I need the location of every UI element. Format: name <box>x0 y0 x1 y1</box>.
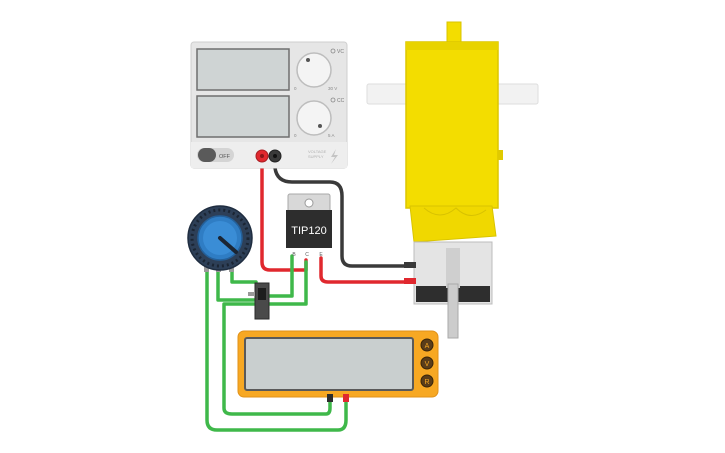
motor-terminal-1[interactable] <box>404 262 416 268</box>
mode-button-v-label: V <box>425 361 430 368</box>
power-switch-label: OFF <box>219 154 231 160</box>
mode-button-r[interactable] <box>420 374 434 388</box>
tip120-body <box>286 210 332 248</box>
pot-knurl <box>190 208 250 268</box>
label-v-min: 0 <box>294 86 297 91</box>
tip120-label: TIP120 <box>291 225 326 237</box>
voltage-knob[interactable] <box>296 52 332 88</box>
tip120-pin-c: C <box>305 252 309 258</box>
motor-terminal-2[interactable] <box>404 278 416 284</box>
meter-black-jack[interactable] <box>327 394 333 402</box>
current-knob-marker <box>318 124 322 128</box>
brand-line-1: VOLTAGE <box>308 149 327 154</box>
motor-gearbox-detail <box>423 207 487 216</box>
current-display <box>196 95 290 138</box>
label-vc: VC <box>337 49 344 55</box>
pot-pointer <box>218 236 238 254</box>
lightning-icon <box>331 149 338 164</box>
tip120-transistor[interactable]: TIP120 B C E <box>286 193 332 258</box>
wire-green-pot-meter[interactable] <box>205 264 348 432</box>
wire-green-base-meter[interactable] <box>222 260 332 416</box>
wire-red-psu-collector[interactable] <box>260 154 308 272</box>
wire-green-pot-switch[interactable] <box>216 264 258 302</box>
potentiometer[interactable] <box>187 205 253 272</box>
tip120-pin-b: B <box>292 252 296 258</box>
motor-output-shaft <box>447 283 459 339</box>
mode-button-a[interactable] <box>420 338 434 352</box>
motor-gearbox-top <box>406 42 498 50</box>
multimeter-display <box>244 337 414 391</box>
motor-top-shaft <box>446 21 462 45</box>
vc-led-icon <box>330 48 336 54</box>
current-knob[interactable] <box>296 100 332 136</box>
cc-led-icon <box>330 97 336 103</box>
power-supply[interactable]: VC CC 0 30 V 0 5 A OFF VOLTAGE SUPPLY <box>190 41 348 169</box>
wire-black-psu-motor[interactable] <box>273 154 410 268</box>
label-a-min: 0 <box>294 133 297 138</box>
label-v-max: 30 V <box>328 86 337 91</box>
tip120-mount-hole <box>304 198 314 208</box>
psu-negative-terminal-hole <box>273 154 277 158</box>
wire-green-switch-base[interactable] <box>267 254 294 298</box>
motor-tab <box>498 150 503 160</box>
pot-pin-1[interactable] <box>204 264 209 272</box>
wire-green-pot-switch-2[interactable] <box>230 266 258 284</box>
switch-slider[interactable] <box>258 288 266 300</box>
motor-can-shade <box>446 248 460 288</box>
brand-line-2: SUPPLY <box>308 154 324 159</box>
tip120-pin-e: E <box>319 252 323 258</box>
meter-red-jack[interactable] <box>343 394 349 402</box>
multimeter[interactable]: A V R <box>237 330 439 402</box>
dc-motor[interactable] <box>366 21 539 339</box>
wire-red-emitter-motor[interactable] <box>319 256 410 284</box>
voltage-knob-marker <box>306 58 310 62</box>
voltage-display <box>196 48 290 91</box>
mode-button-r-label: R <box>424 379 429 386</box>
motor-gearbox <box>405 41 499 209</box>
switch-pin-left <box>248 292 255 296</box>
mode-button-a-label: A <box>425 343 430 350</box>
label-cc: CC <box>337 98 345 104</box>
power-switch-knob <box>198 148 216 162</box>
wires <box>205 154 410 432</box>
label-a-max: 5 A <box>328 133 335 138</box>
mode-button-v[interactable] <box>420 356 434 370</box>
slide-switch[interactable] <box>248 282 270 320</box>
psu-positive-terminal-hole <box>260 154 264 158</box>
